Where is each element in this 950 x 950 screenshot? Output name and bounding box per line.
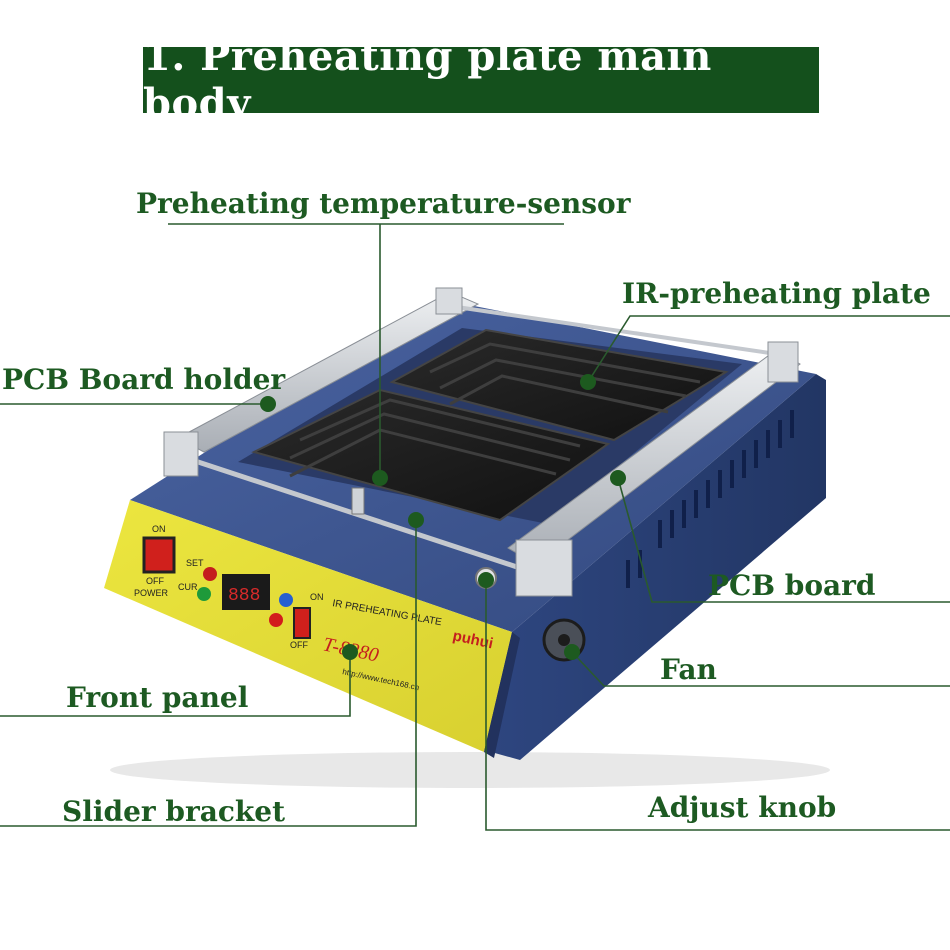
power-switch [142, 536, 176, 574]
dot-pcb-holder [260, 396, 276, 412]
label-temperature-sensor: Preheating temperature-sensor [136, 187, 631, 220]
side-vents [626, 410, 794, 588]
blue-button [279, 593, 293, 607]
label-pcb-board: PCB board [708, 569, 876, 602]
label-fan: Fan [660, 653, 717, 686]
temperature-display [222, 574, 270, 610]
rail-block-back-left [435, 287, 463, 315]
rail-block-front-right [515, 539, 573, 597]
fan-hub [558, 634, 570, 646]
label-pcb-board-holder: PCB Board holder [2, 363, 286, 396]
panel-set-label: SET [186, 558, 204, 568]
dot-adjust-knob [478, 572, 494, 588]
leader-lines [0, 223, 950, 831]
leader-slider-bracket [0, 520, 417, 827]
dot-ir-plate [580, 374, 596, 390]
panel-power-label: POWER [134, 588, 169, 598]
device-shadow [110, 752, 830, 788]
red-button [269, 613, 283, 627]
panel-cur-label: CUR [178, 582, 198, 592]
leader-pcb-board [617, 477, 950, 603]
device-right-side [484, 374, 826, 760]
display-digits: 888 [228, 586, 260, 606]
cur-indicator [197, 587, 211, 601]
heater-off-label: OFF [290, 640, 308, 650]
dot-front-panel [342, 644, 358, 660]
label-ir-preheating-plate: IR-preheating plate [622, 277, 931, 310]
sensor-stub [351, 487, 365, 515]
rail-block-front-left [163, 431, 199, 477]
dot-slider-bracket [408, 512, 424, 528]
dot-pcb-board [610, 470, 626, 486]
page-title: 1. Preheating plate main body [143, 33, 819, 127]
leader-front-panel [0, 652, 351, 717]
panel-on-label: ON [152, 524, 166, 534]
ir-plate-back [389, 328, 729, 442]
plate-ridges [289, 342, 701, 478]
leader-fan [571, 651, 950, 687]
set-indicator [203, 567, 217, 581]
heater-on-label: ON [310, 592, 324, 602]
dot-fan [564, 644, 580, 660]
rail-block-back-right [767, 341, 799, 383]
label-front-panel: Front panel [66, 681, 249, 714]
dot-temperature-sensor [372, 470, 388, 486]
leader-ir-plate [587, 315, 950, 383]
heater-switch [293, 607, 311, 639]
callout-dots [260, 374, 626, 660]
front-panel-edge [484, 632, 520, 758]
leader-adjust-knob [485, 580, 950, 831]
label-slider-bracket: Slider bracket [62, 795, 286, 828]
label-adjust-knob: Adjust knob [648, 791, 837, 824]
panel-off-label: OFF [146, 576, 164, 586]
